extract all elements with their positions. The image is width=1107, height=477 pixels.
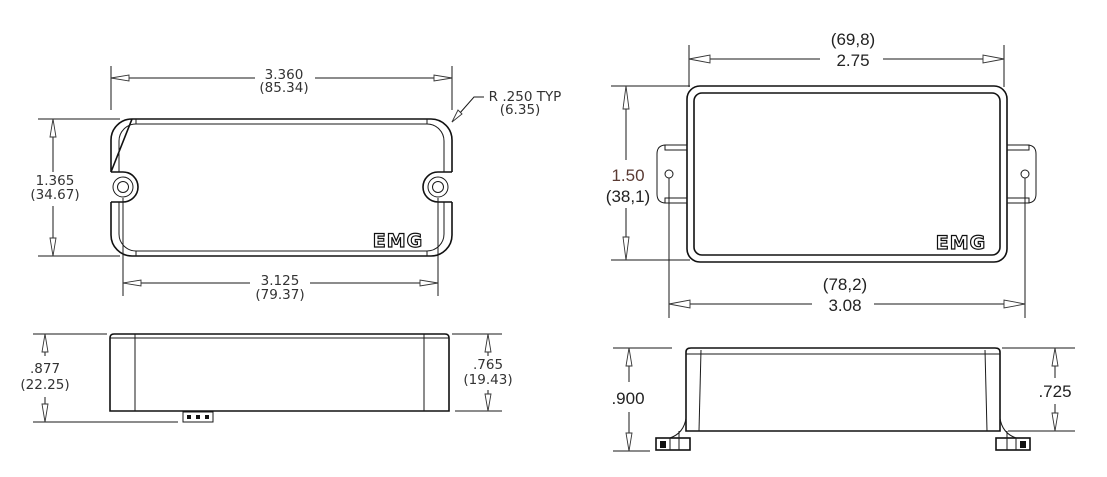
pickup-side-body [109,333,450,412]
pickup-body-outline [110,118,453,257]
dim-body-height-mm: (19.43) [463,372,512,388]
arrowhead [49,118,57,138]
left-side-view: .877 (22.25) .765 (19.43) [20,333,513,423]
arrowhead [419,279,439,287]
dim-width-mm: (34.67) [30,187,79,203]
mounting-hole-right [432,181,444,193]
dim-cover-length-mm: (69,8) [831,30,875,49]
foot-slot [1020,441,1026,448]
arrowhead [484,393,492,412]
dim-overall-height-inch: .900 [611,389,644,408]
arrowhead [668,299,691,309]
emg-logo: EMG [936,232,986,254]
arrowhead [625,432,633,452]
arrowhead [982,54,1005,64]
dim-mount-spacing-mm: (79.37) [255,287,304,303]
arrowhead [433,74,453,82]
tab-slot [664,144,688,151]
arrowhead [122,279,142,287]
left-top-view: 3.360 (85.34) EMG 1.365 (34.67) 3.125 [30,66,561,303]
dim-corner-radius-mm: (6.35) [500,102,541,118]
humbucker-cover-outline [686,85,1008,263]
foot-slot [660,441,666,448]
dim-cover-length-inch: 2.75 [836,51,869,70]
right-top-view: (69,8) 2.75 EMG 1.50 (38,1) (78,2) 3.08 [606,30,1037,318]
arrowhead [41,403,49,423]
connector-pin [205,415,209,419]
arrowhead [622,85,630,110]
dim-width-inch: 1.365 [36,173,75,189]
arrowhead [1051,347,1059,367]
mounting-boss-right [427,176,449,198]
dim-mount-spacing-mm: (78,2) [823,275,867,294]
arrowhead [110,74,130,82]
humbucker-cover-inner [693,92,1001,256]
dim-mount-spacing-inch: 3.08 [828,296,861,315]
cover-wall-line [984,349,988,432]
dim-body-height-inch: .765 [473,357,503,373]
baseplate-foot-right [995,437,1031,451]
mounting-boss-left [112,176,134,198]
mounting-ear-right [422,171,452,203]
mounting-hole-left [664,169,674,179]
arrowhead [451,109,463,123]
connector-pin [196,415,200,419]
emg-logo: EMG [373,230,423,252]
mounting-hole-left [117,181,129,193]
dim-width-mm: (38,1) [606,187,650,206]
arrowhead [625,347,633,367]
dim-overall-length-inch: 3.360 [265,67,304,83]
connector-pin [187,415,191,419]
dim-width-inch: 1.50 [611,166,644,185]
arrowhead [1003,299,1026,309]
right-side-view: .900 .725 [611,347,1075,452]
arrowhead [41,333,49,353]
tab-slot [1006,144,1030,151]
dim-overall-height-mm: (22.25) [20,377,69,393]
mounting-ear-left [111,171,139,203]
baseplate-fillet [669,417,687,439]
mounting-tab-left [656,144,687,204]
dim-overall-height-inch: .877 [30,361,60,377]
dim-body-height-inch: .725 [1038,382,1071,401]
tab-slot [1006,197,1030,204]
tab-slot [664,197,688,204]
mounting-tab-right [1007,144,1037,204]
arrowhead [622,236,630,261]
dim-mount-spacing-inch: 3.125 [261,273,300,289]
arrowhead [688,54,711,64]
baseplate-foot-left [655,437,691,451]
cover-wall-line [698,349,702,432]
humbucker-side-body [685,347,1001,432]
connector-header [182,411,214,423]
arrowhead [484,333,492,353]
arrowhead [1051,412,1059,432]
mounting-hole-right [1020,169,1030,179]
dim-corner-radius-inch: R .250 TYP [489,89,562,105]
baseplate-fillet [999,417,1017,439]
dim-overall-length-mm: (85.34) [259,80,308,96]
arrowhead [49,237,57,257]
pickup-inner-outline [118,123,445,252]
